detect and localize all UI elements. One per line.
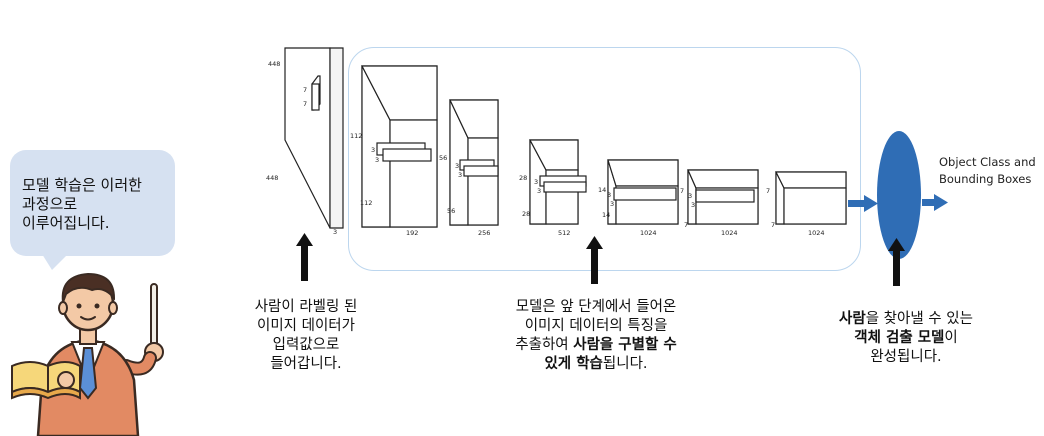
caption-middle-line-3-pre: 추출하여 xyxy=(515,337,574,353)
block-4-side-label: 14 xyxy=(598,186,606,194)
caption-output-line-1: 사람을 찾아낼 수 있는 xyxy=(808,310,1004,329)
block-1-kernel: 3 xyxy=(371,146,375,154)
block-4-depth: 1024 xyxy=(640,229,657,237)
block-2-kernel-2: 3 xyxy=(458,171,462,179)
block-6-side-label-2: 7 xyxy=(771,221,775,229)
input-kernel-label-b: 7 xyxy=(303,100,307,108)
speech-bubble xyxy=(10,150,175,256)
conv-block-1-front xyxy=(389,119,438,228)
caption-middle-line-1: 모델은 앞 단계에서 들어온 xyxy=(515,299,677,315)
block-2-kernel: 3 xyxy=(455,162,459,170)
block-4-kernel: 3 xyxy=(607,191,611,199)
block-6-side-label: 7 xyxy=(766,187,770,195)
caption-middle: 모델은 앞 단계에서 들어온 이미지 데이터의 특징을 추출하여 사람을 구별할… xyxy=(480,298,712,374)
block-3-kernel: 3 xyxy=(534,178,538,186)
caption-output-line-2-bold: 객체 검출 모델 xyxy=(854,330,945,346)
block-1-side-label-2: 112 xyxy=(360,199,372,207)
input-depth-label: 3 xyxy=(333,228,337,236)
block-3-side-label-2: 28 xyxy=(522,210,530,218)
block-2-side-label-2: 56 xyxy=(447,207,455,215)
block-5-side-label-2: 7 xyxy=(684,221,688,229)
black-arrow-up-middle xyxy=(586,236,603,284)
input-layer-side xyxy=(329,47,344,229)
block-4-kernel-2: 3 xyxy=(610,200,614,208)
output-label: Object Class and Bounding Boxes xyxy=(939,155,1036,186)
caption-output-line-1-post: 을 찾아낼 수 있는 xyxy=(865,311,973,327)
block-5-kernel-2: 3 xyxy=(691,201,695,209)
conv-block-2-front xyxy=(467,137,499,226)
caption-output-line-3: 완성됩니다. xyxy=(870,349,942,365)
block-4-side-label-2: 14 xyxy=(602,211,610,219)
blue-arrow-right-1 xyxy=(848,195,878,212)
input-top-label: 448 xyxy=(268,60,280,68)
block-6-depth: 1024 xyxy=(808,229,825,237)
block-1-kernel-2: 3 xyxy=(375,156,379,164)
caption-middle-line-4-post: 됩니다. xyxy=(602,356,648,372)
caption-middle-line-3-bold: 사람을 구별할 수 xyxy=(573,337,677,353)
teacher-illustration xyxy=(11,272,164,436)
blue-arrow-right-2 xyxy=(922,194,948,211)
input-layer-face xyxy=(284,47,331,229)
caption-middle-line-4-bold: 있게 학습 xyxy=(544,356,603,372)
caption-output-line-2-post: 이 xyxy=(944,330,958,346)
block-2-side-label: 56 xyxy=(439,154,447,162)
block-5-kernel: 3 xyxy=(688,192,692,200)
black-arrow-up-output xyxy=(888,238,905,286)
block-5-side-label: 7 xyxy=(680,187,684,195)
input-side-label: 448 xyxy=(266,174,278,182)
caption-middle-line-4: 있게 학습됩니다. xyxy=(480,355,712,374)
speech-bubble-text: 모델 학습은 이러한 과정으로 이루어집니다. xyxy=(22,176,142,232)
block-3-kernel-2: 3 xyxy=(537,187,541,195)
caption-output-line-2: 객체 검출 모델이 xyxy=(808,329,1004,348)
teacher-hair xyxy=(61,272,116,303)
conv-block-6-front xyxy=(783,187,847,225)
caption-input: 사람이 라벨링 된 이미지 데이터가 입력값으로 들어갑니다. xyxy=(254,299,358,372)
caption-output-line-1-bold: 사람 xyxy=(839,311,866,327)
block-5-depth: 1024 xyxy=(721,229,738,237)
block-2-depth: 256 xyxy=(478,229,490,237)
speech-bubble-tail xyxy=(42,254,68,270)
block-3-side-label: 28 xyxy=(519,174,527,182)
block-3-depth: 512 xyxy=(558,229,570,237)
block-1-side-label: 112 xyxy=(350,132,362,140)
block-1-depth: 192 xyxy=(406,229,418,237)
caption-middle-line-3: 추출하여 사람을 구별할 수 xyxy=(480,336,712,355)
black-arrow-up-input xyxy=(296,233,313,281)
input-kernel-label-a: 7 xyxy=(303,86,307,94)
detection-head-ellipse xyxy=(877,131,921,259)
caption-middle-line-2: 이미지 데이터의 특징을 xyxy=(524,318,668,334)
caption-output: 사람을 찾아낼 수 있는 객체 검출 모델이 완성됩니다. xyxy=(808,310,1004,367)
network-frame xyxy=(348,47,861,271)
